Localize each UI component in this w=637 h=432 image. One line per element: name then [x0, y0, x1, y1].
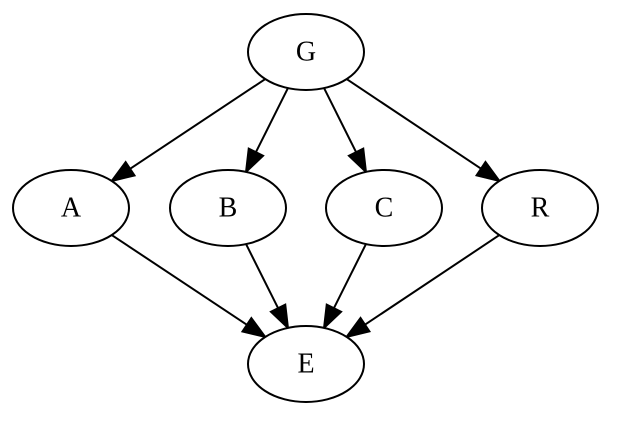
- arrowhead-icon: [344, 316, 372, 339]
- edge-line: [255, 87, 289, 153]
- edge-line: [346, 78, 482, 170]
- node-label: C: [375, 193, 394, 224]
- edge-g-to-a: [109, 78, 266, 183]
- node-a: A: [12, 169, 130, 247]
- arrowhead-icon: [269, 303, 290, 331]
- edge-line: [364, 234, 500, 326]
- node-label: E: [297, 349, 314, 380]
- arrowhead-icon: [240, 316, 268, 339]
- node-label: B: [219, 193, 238, 224]
- edge-c-to-e: [322, 243, 367, 331]
- node-g: G: [247, 13, 365, 91]
- edge-g-to-b: [244, 87, 289, 175]
- node-label: A: [61, 193, 82, 224]
- edge-r-to-e: [344, 234, 500, 339]
- edge-line: [129, 78, 266, 170]
- edge-line: [333, 243, 367, 309]
- arrowhead-icon: [322, 303, 343, 331]
- edge-g-to-c: [323, 87, 368, 175]
- node-label: G: [296, 37, 316, 68]
- node-ellipse: [325, 169, 443, 247]
- node-ellipse: [247, 325, 365, 403]
- edge-a-to-e: [111, 234, 268, 339]
- edge-line: [245, 243, 279, 309]
- arrowhead-icon: [474, 160, 502, 183]
- node-b: B: [169, 169, 287, 247]
- arrowhead-icon: [244, 147, 265, 175]
- edge-g-to-r: [346, 78, 502, 183]
- node-c: C: [325, 169, 443, 247]
- arrowhead-icon: [347, 147, 368, 175]
- arrowhead-icon: [109, 160, 137, 183]
- edges-layer: [109, 78, 502, 339]
- node-e: E: [247, 325, 365, 403]
- node-ellipse: [247, 13, 365, 91]
- node-label: R: [531, 193, 550, 224]
- edge-line: [111, 234, 248, 326]
- node-ellipse: [169, 169, 287, 247]
- nodes-layer: G A B C R E: [12, 13, 599, 403]
- edge-b-to-e: [245, 243, 290, 331]
- edge-line: [323, 87, 357, 153]
- node-ellipse: [481, 169, 599, 247]
- node-ellipse: [12, 169, 130, 247]
- node-r: R: [481, 169, 599, 247]
